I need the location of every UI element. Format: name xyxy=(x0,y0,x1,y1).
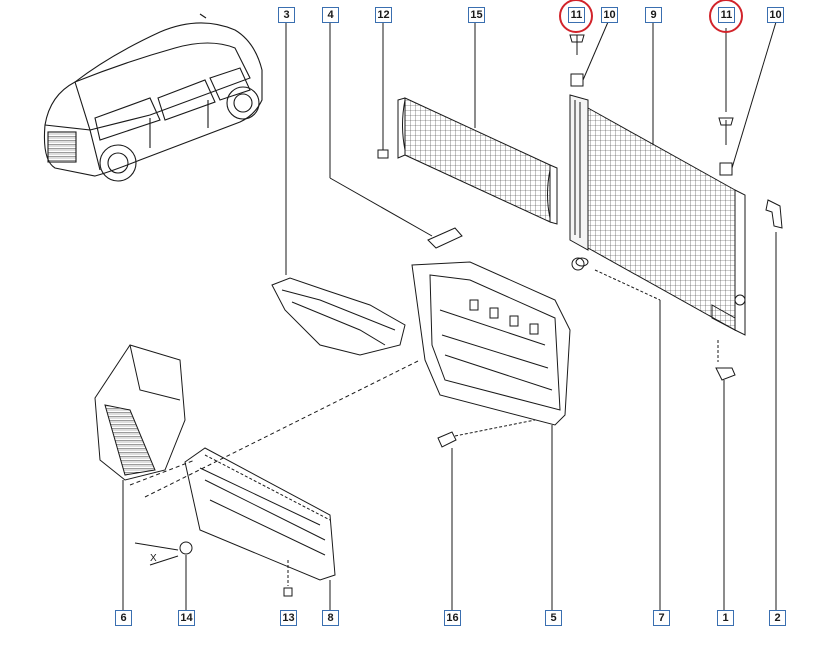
clip-1 xyxy=(715,340,736,610)
clip-10-right xyxy=(719,21,777,176)
bracket-2 xyxy=(765,199,783,610)
nut-14 xyxy=(134,541,193,610)
callout-6[interactable]: 6 xyxy=(115,610,132,626)
callout-15[interactable]: 15 xyxy=(468,7,485,23)
callout-10-right[interactable]: 10 xyxy=(767,7,784,23)
air-deflector-3 xyxy=(271,22,406,356)
callout-7[interactable]: 7 xyxy=(653,610,670,626)
callout-4[interactable]: 4 xyxy=(322,7,339,23)
condenser-grid-15 xyxy=(397,22,558,225)
air-duct-6 xyxy=(94,344,186,610)
callout-9[interactable]: 9 xyxy=(645,7,662,23)
front-carrier-5 xyxy=(411,261,571,610)
callout-13[interactable]: 13 xyxy=(280,610,297,626)
callout-2[interactable]: 2 xyxy=(769,610,786,626)
highlight-ring-11-left xyxy=(559,0,593,33)
callout-3[interactable]: 3 xyxy=(278,7,295,23)
callout-12[interactable]: 12 xyxy=(375,7,392,23)
callout-8[interactable]: 8 xyxy=(322,610,339,626)
axis-mark-x: X xyxy=(150,553,157,564)
radiator-9 xyxy=(569,22,746,336)
clip-16 xyxy=(437,419,536,610)
screw-13 xyxy=(283,560,293,597)
screw-11-right xyxy=(718,28,734,145)
clip-10-left xyxy=(570,21,609,87)
vehicle-illustration xyxy=(43,13,263,182)
alignment-lines xyxy=(129,359,421,498)
screw-12 xyxy=(377,22,389,159)
lower-duct-8 xyxy=(184,447,336,610)
mount-7 xyxy=(575,257,661,610)
callout-5[interactable]: 5 xyxy=(545,610,562,626)
screw-11-left xyxy=(569,34,585,55)
callout-14[interactable]: 14 xyxy=(178,610,195,626)
highlight-ring-11-right xyxy=(709,0,743,33)
bracket-4 xyxy=(329,22,463,249)
callout-1[interactable]: 1 xyxy=(717,610,734,626)
callout-16[interactable]: 16 xyxy=(444,610,461,626)
callout-10-left[interactable]: 10 xyxy=(601,7,618,23)
